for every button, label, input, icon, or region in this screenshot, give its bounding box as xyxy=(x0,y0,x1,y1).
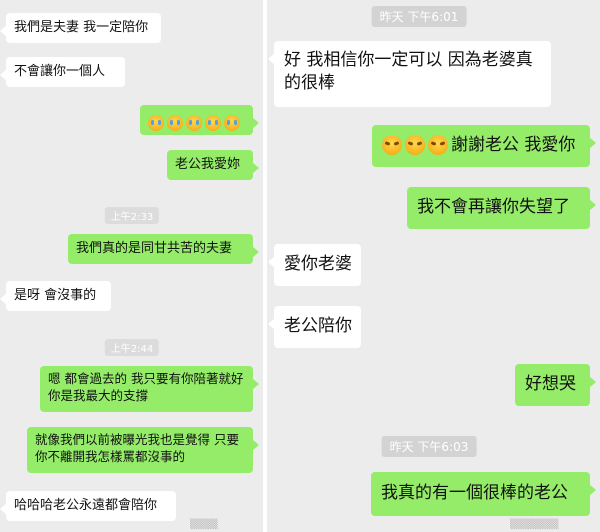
message-outgoing-emoji[interactable]: 謝謝老公 我愛你 xyxy=(372,125,596,167)
timestamp: 昨天 下午6:01 xyxy=(371,6,467,27)
message-outgoing[interactable]: 就像我們以前被曝光我也是覺得 只要你不離開我怎樣罵都沒事的 xyxy=(27,427,259,473)
message-outgoing-emoji[interactable] xyxy=(140,105,259,135)
laughing-face-icon xyxy=(428,135,448,155)
message-text: 謝謝老公 我愛你 xyxy=(451,135,576,155)
message-outgoing[interactable]: 嗯 都會過去的 我只要有你陪著就好 你是我最大的支撐 xyxy=(40,366,259,412)
laughing-face-icon xyxy=(405,135,425,155)
message-outgoing[interactable]: 我們真的是同甘共苦的夫妻 xyxy=(68,234,259,264)
timestamp: 上午2:33 xyxy=(104,207,160,224)
timestamp: 昨天 下午6:03 xyxy=(381,436,477,457)
laughing-face-icon xyxy=(382,135,402,155)
message-incoming[interactable]: 好 我相信你一定可以 因為老婆真的很棒 xyxy=(268,41,551,107)
message-outgoing[interactable]: 我真的有一個很棒的老公 xyxy=(371,472,596,516)
watermark: ▒▒▒▒ xyxy=(190,520,218,530)
message-incoming[interactable]: 不會讓你一個人 xyxy=(0,57,125,87)
message-incoming[interactable]: 哈哈哈老公永遠都會陪你 xyxy=(0,491,176,521)
crying-face-icon xyxy=(205,114,221,131)
message-incoming[interactable]: 是呀 會沒事的 xyxy=(0,281,111,311)
crying-face-icon xyxy=(167,114,183,131)
crying-face-icon xyxy=(186,114,202,131)
right-chat-screenshot: 昨天 下午6:01 好 我相信你一定可以 因為老婆真的很棒 謝謝老公 我愛你 我… xyxy=(267,0,600,532)
timestamp: 上午2:44 xyxy=(104,339,160,356)
message-outgoing[interactable]: 老公我愛妳 xyxy=(167,150,259,180)
message-incoming[interactable]: 老公陪你 xyxy=(268,306,361,348)
message-outgoing[interactable]: 我不會再讓你失望了 xyxy=(407,187,596,229)
message-outgoing[interactable]: 好想哭 xyxy=(515,364,596,406)
message-incoming[interactable]: 愛你老婆 xyxy=(268,244,361,286)
message-incoming[interactable]: 我們是夫妻 我一定陪你 xyxy=(0,13,161,43)
crying-face-icon xyxy=(148,114,164,131)
left-chat-screenshot: 我們是夫妻 我一定陪你 不會讓你一個人 老公我愛妳 上午2:33 我們真的是同甘… xyxy=(0,0,263,532)
crying-face-icon xyxy=(224,114,240,131)
watermark: ▒▒▒▒▒▒▒ xyxy=(510,520,559,530)
